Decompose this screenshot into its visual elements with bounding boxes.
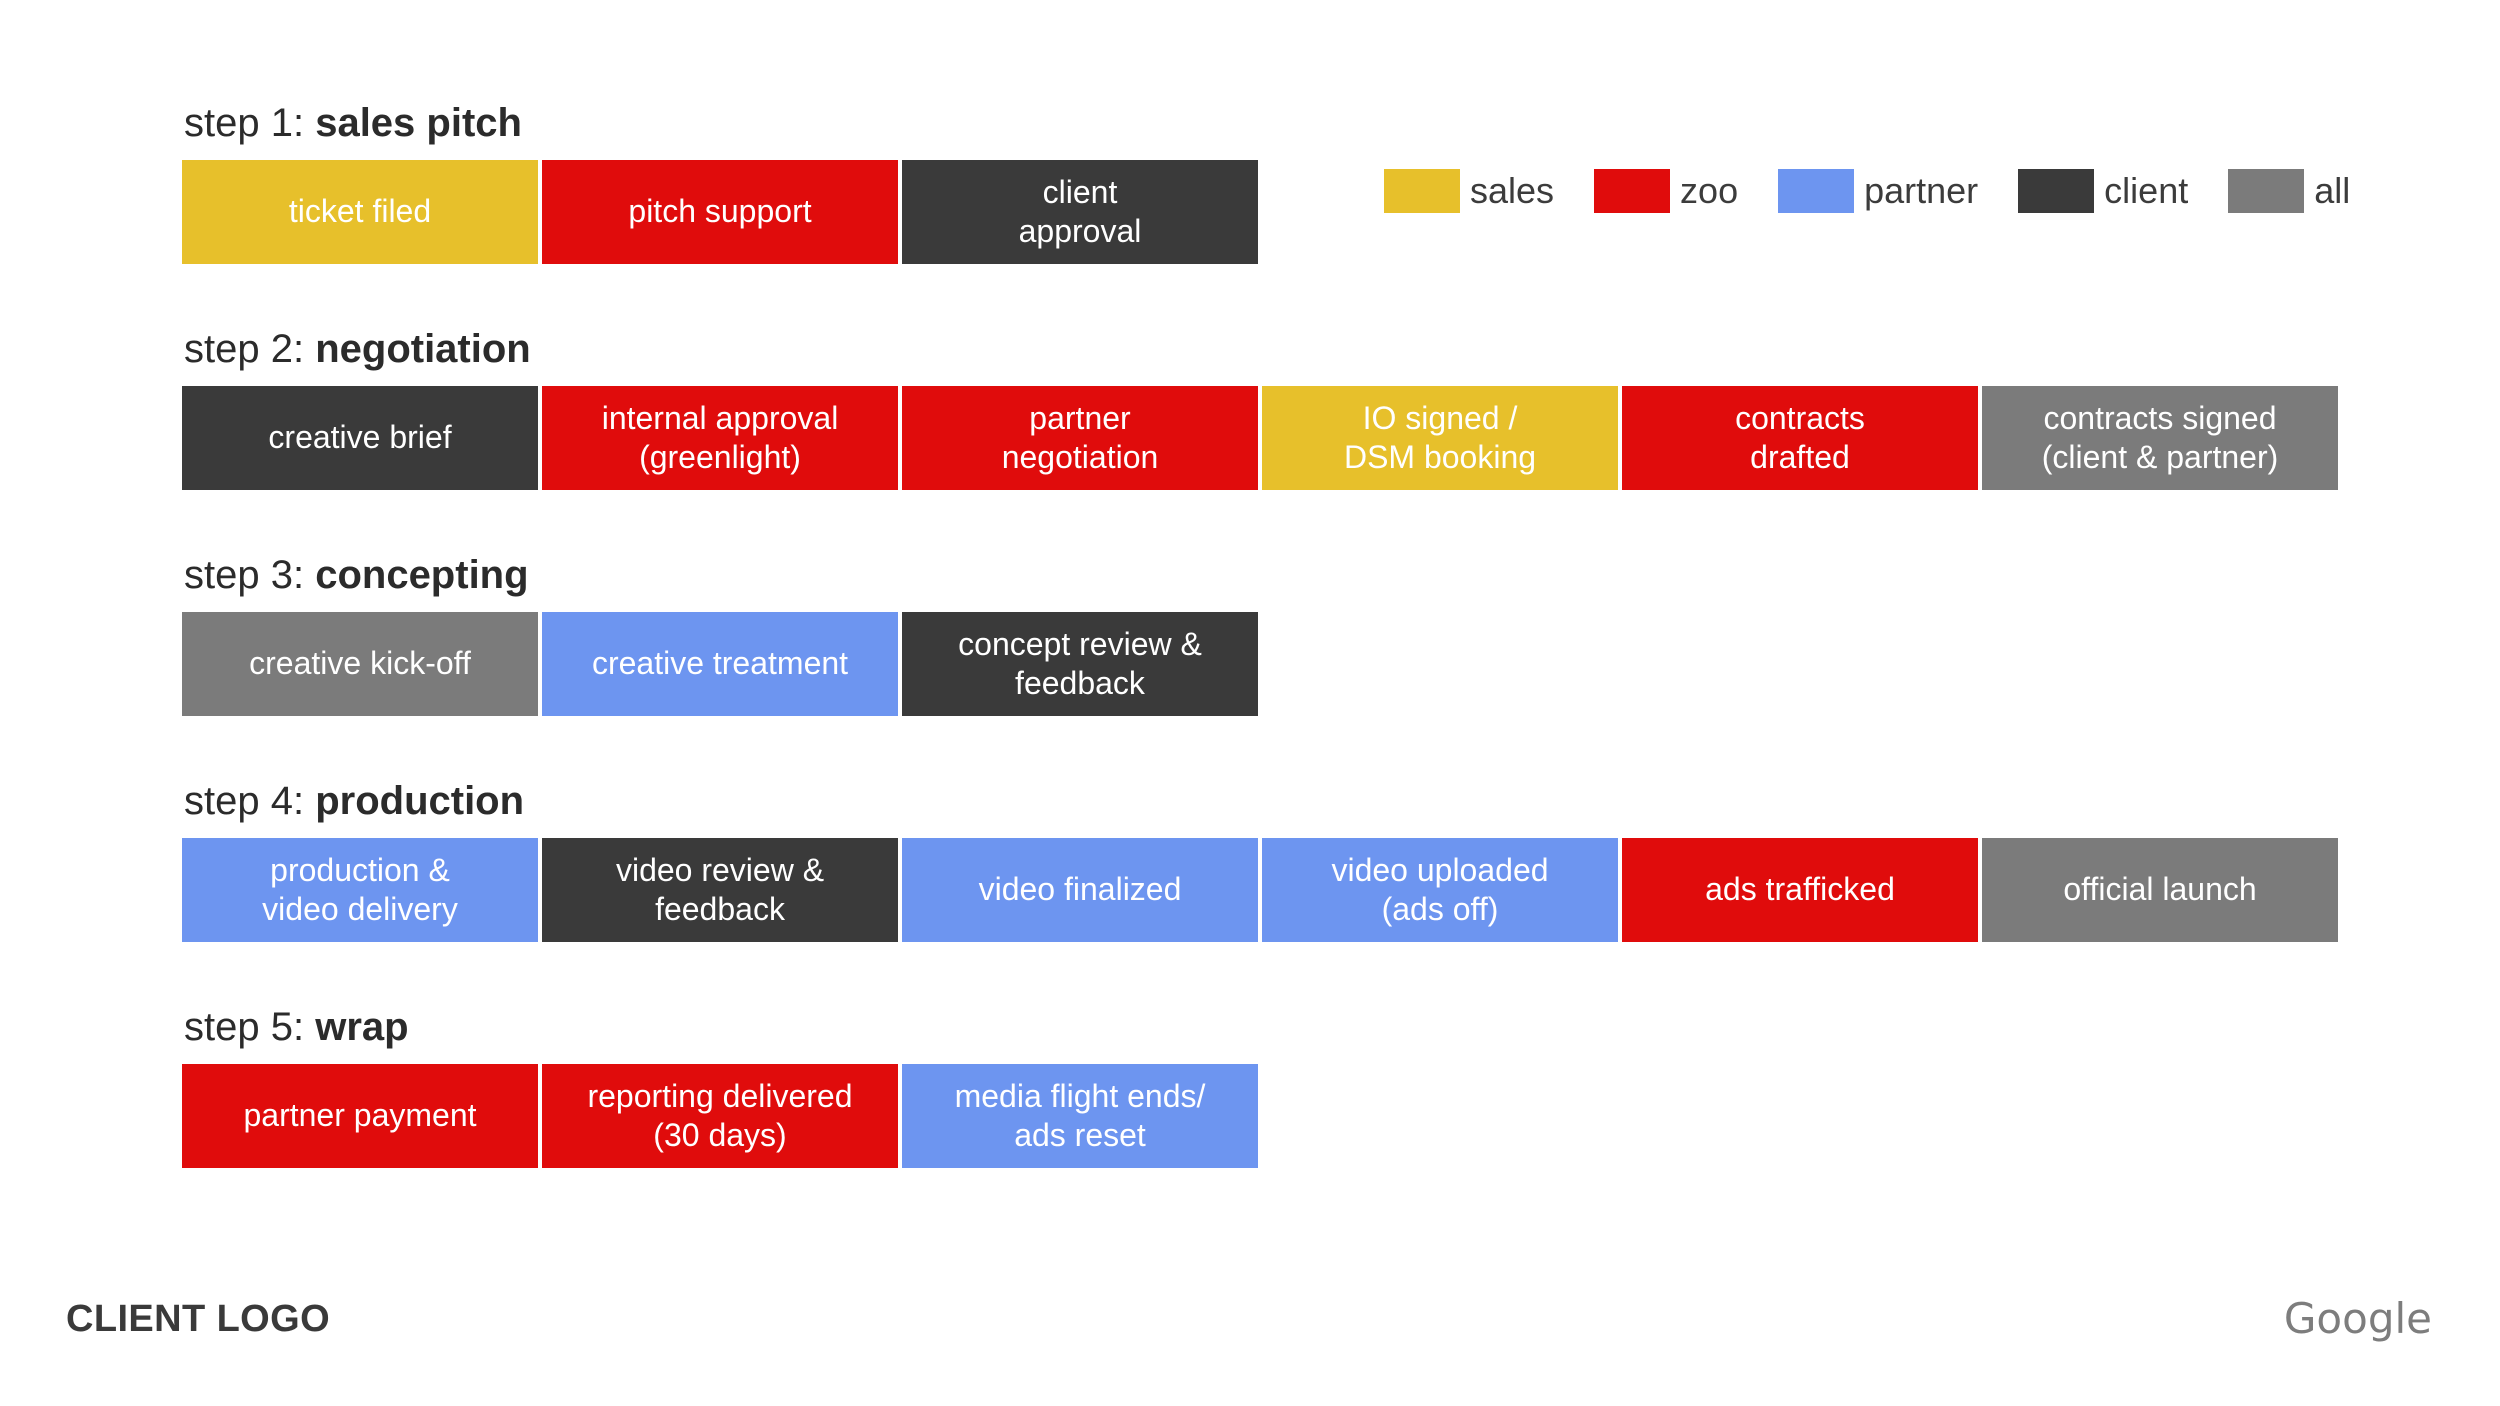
stage-cell[interactable]: video uploaded(ads off) <box>1262 838 1618 942</box>
step-name-label: concepting <box>315 553 529 597</box>
stage-cell[interactable]: partner payment <box>182 1064 538 1168</box>
legend-item-client: client <box>2018 169 2188 213</box>
step-name-label: negotiation <box>315 327 531 371</box>
owner-legend: sales zoo partner client all <box>1384 166 2350 216</box>
stage-cell[interactable]: creative kick-off <box>182 612 538 716</box>
legend-swatch-all-icon <box>2228 169 2305 213</box>
client-logo-placeholder: CLIENT LOGO <box>66 1298 331 1340</box>
step-name-label: sales pitch <box>315 101 522 145</box>
stage-cell[interactable]: reporting delivered(30 days) <box>542 1064 898 1168</box>
step-title: step 5: wrap <box>184 1004 2322 1050</box>
stage-cell[interactable]: video review &feedback <box>542 838 898 942</box>
legend-item-partner: partner <box>1778 169 1978 213</box>
legend-swatch-sales-icon <box>1384 169 1460 213</box>
stage-cell[interactable]: creative brief <box>182 386 538 490</box>
step-4: step 4: production production &video deli… <box>182 778 2338 942</box>
stage-cell[interactable]: internal approval(greenlight) <box>542 386 898 490</box>
step-title: step 1: sales pitch <box>184 100 2322 146</box>
legend-swatch-client-icon <box>2018 169 2095 213</box>
stage-cell[interactable]: concept review &feedback <box>902 612 1258 716</box>
stage-cell[interactable]: contracts signed(client & partner) <box>1982 386 2338 490</box>
step-title: step 2: negotiation <box>184 326 2322 372</box>
step-title: step 4: production <box>184 778 2322 824</box>
stage-cell[interactable]: ads trafficked <box>1622 838 1978 942</box>
step-number-label: step 5: <box>184 1005 316 1049</box>
legend-item-sales: sales <box>1384 169 1554 213</box>
google-wordmark: Google <box>2283 1294 2432 1343</box>
legend-item-all: all <box>2228 169 2350 213</box>
stage-cell[interactable]: production &video delivery <box>182 838 538 942</box>
step-number-label: step 4: <box>184 779 316 823</box>
legend-label: sales <box>1470 170 1555 211</box>
legend-item-zoo: zoo <box>1594 169 1738 213</box>
step-number-label: step 1: <box>184 101 316 145</box>
stage-cell[interactable]: IO signed /DSM booking <box>1262 386 1618 490</box>
stage-cell[interactable]: creative treatment <box>542 612 898 716</box>
stage-cell[interactable]: ticket filed <box>182 160 538 264</box>
legend-label: all <box>2314 170 2351 211</box>
step-number-label: step 2: <box>184 327 316 371</box>
stage-cell[interactable]: official launch <box>1982 838 2338 942</box>
legend-label: client <box>2104 170 2189 211</box>
legend-label: partner <box>1864 170 1979 211</box>
step-name-label: production <box>315 779 525 823</box>
stage-cell[interactable]: pitch support <box>542 160 898 264</box>
stage-cell[interactable]: video finalized <box>902 838 1258 942</box>
legend-swatch-zoo-icon <box>1594 169 1671 213</box>
legend-swatch-partner-icon <box>1778 169 1855 213</box>
step-title: step 3: concepting <box>184 552 2322 598</box>
step-name-label: wrap <box>315 1005 409 1049</box>
legend-label: zoo <box>1680 170 1739 211</box>
step-number-label: step 3: <box>184 553 316 597</box>
stage-cell[interactable]: media flight ends/ads reset <box>902 1064 1258 1168</box>
